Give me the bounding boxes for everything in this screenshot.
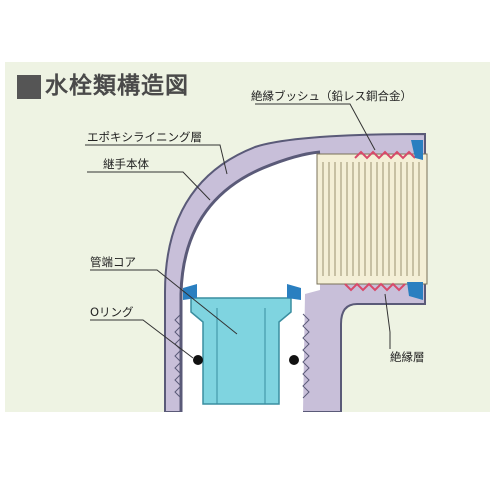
label-fitting-body: 継手本体	[103, 157, 149, 171]
bushing-accent-top	[411, 140, 423, 160]
o-ring-right	[289, 355, 299, 365]
structure-diagram: 絶縁ブッシュ（鉛レス銅合金） エポキシライニング層 継手本体 管端コア Oリング…	[85, 89, 428, 412]
epoxy-lining-layer	[179, 150, 321, 412]
leader-bushing	[255, 103, 376, 151]
o-ring-left	[193, 355, 203, 365]
bushing-threads	[322, 162, 420, 276]
insulation-bushing	[316, 153, 428, 285]
title-square-icon	[17, 75, 41, 99]
insulation-layer-bottom	[344, 282, 406, 292]
label-epoxy-lining: エポキシライニング層	[87, 130, 202, 144]
core-accent-right	[287, 284, 301, 300]
label-pipe-end-core: 管端コア	[90, 255, 136, 269]
label-insulation-layer: 絶縁層	[390, 350, 425, 364]
page-title: 水栓類構造図	[45, 73, 189, 99]
leader-oring	[90, 319, 194, 359]
leader-epoxy	[85, 144, 228, 175]
label-bushing: 絶縁ブッシュ（鉛レス銅合金）	[251, 89, 412, 103]
bushing-accent-bottom	[407, 282, 423, 300]
socket-threads	[174, 313, 310, 399]
core-accent-left	[183, 284, 197, 300]
diagram-panel: 水栓類構造図	[5, 62, 490, 412]
label-o-ring: Oリング	[90, 305, 134, 319]
leader-body	[87, 171, 211, 201]
leader-insulation	[384, 293, 391, 349]
leader-core	[90, 269, 238, 335]
insulation-layer-top	[354, 150, 416, 160]
pipe-end-core	[190, 297, 292, 405]
